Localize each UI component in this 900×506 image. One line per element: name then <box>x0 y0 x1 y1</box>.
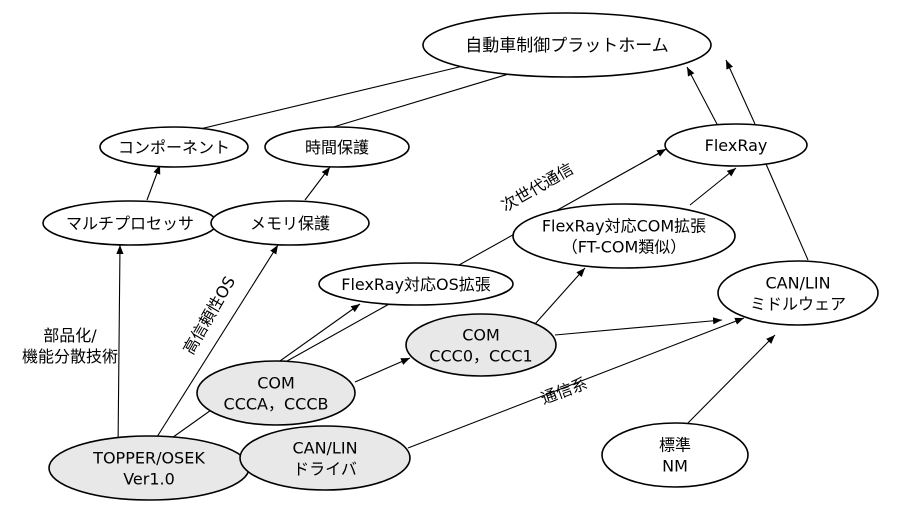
node-shape <box>664 123 808 167</box>
node-label-line: Ver1.0 <box>123 470 175 489</box>
node-shape <box>512 203 736 269</box>
edge-topper-multiproc <box>116 244 124 451</box>
edge-multiproc-component <box>146 164 161 201</box>
node-label-line: メモリ保護 <box>250 214 330 233</box>
node-label-line: CAN/LIN <box>765 274 830 293</box>
node-label-line: CCC0，CCC1 <box>429 347 532 366</box>
edge-topper-memprot <box>149 244 279 449</box>
label-jisedai: 次世代通信 <box>498 159 577 215</box>
label-buhin-line1: 部品化/ <box>43 326 97 345</box>
node-multiproc: マルチプロセッサ <box>42 200 218 246</box>
node-shape <box>196 360 356 426</box>
edge-memprot-timeprot <box>304 166 331 201</box>
node-topper: TOPPER/OSEK Ver1.0 <box>48 435 250 501</box>
edge-flexray-arrowhead <box>639 148 667 165</box>
node-label-line: NM <box>662 457 688 476</box>
node-platform: 自動車制御プラットホーム <box>422 12 712 78</box>
node-shape <box>264 126 410 168</box>
label-tsushin: 通信系 <box>538 374 590 408</box>
edge-canmw-flexray <box>765 163 809 261</box>
node-shape <box>601 422 749 488</box>
node-label-line: （FT-COM類似） <box>562 238 687 257</box>
node-memprot: メモリ保護 <box>210 200 370 246</box>
edge-coma-com1 <box>354 357 411 383</box>
node-label-line: COM <box>462 326 500 345</box>
node-com1: COM CCC0，CCC1 <box>405 313 557 377</box>
edge-com1-flexcom <box>534 267 586 325</box>
node-label-line: TOPPER/OSEK <box>92 449 205 468</box>
node-label-line: FlexRay <box>705 136 768 155</box>
edge-candrv-canmw <box>407 317 745 449</box>
node-label-line: FlexRay対応OS拡張 <box>341 275 490 294</box>
edge-flexcom-flexray <box>689 167 737 206</box>
node-label-line: 標準 <box>659 436 691 455</box>
edge-component-platform <box>199 60 481 130</box>
node-label-line: マルチプロセッサ <box>66 214 194 233</box>
node-shape <box>422 12 712 78</box>
node-flexos: FlexRay対応OS拡張 <box>318 262 514 306</box>
node-timeprot: 時間保護 <box>264 126 410 168</box>
node-label-line: CAN/LIN <box>292 439 357 458</box>
node-shape <box>48 435 250 501</box>
edge-flexray-platform-2 <box>725 59 756 125</box>
node-label-line: コンポーネント <box>118 138 230 157</box>
node-nm: 標準 NM <box>601 422 749 488</box>
node-canmw: CAN/LIN ミドルウェア <box>717 260 879 326</box>
node-shape <box>717 260 879 326</box>
node-shape <box>239 425 411 491</box>
edge-coma-flexray <box>261 149 666 376</box>
node-shape <box>99 126 249 168</box>
node-flexcom: FlexRay対応COM拡張 （FT-COM類似） <box>512 203 736 269</box>
node-flexray: FlexRay <box>664 123 808 167</box>
node-shape <box>318 262 514 306</box>
node-label-line: ドライバ <box>293 460 357 479</box>
node-label-line: 時間保護 <box>305 138 369 157</box>
edge-timeprot-platform <box>329 65 536 129</box>
edge-com1-canmw <box>554 317 723 336</box>
node-label-line: COM <box>257 374 295 393</box>
node-label-line: CCCA，CCCB <box>224 395 329 414</box>
node-shape <box>210 200 370 246</box>
node-label-line: FlexRay対応COM拡張 <box>542 217 706 236</box>
label-koshinrai: 高信頼性OS <box>179 273 239 358</box>
node-label-line: 自動車制御プラットホーム <box>465 36 669 56</box>
edge-nm-canmw <box>684 334 776 427</box>
node-candrv: CAN/LIN ドライバ <box>239 425 411 491</box>
node-coma: COM CCCA，CCCB <box>196 360 356 426</box>
node-label-line: ミドルウェア <box>750 295 846 314</box>
node-component: コンポーネント <box>99 126 249 168</box>
edge-flexray-platform-1 <box>686 66 719 127</box>
label-buhin-line2: 機能分散技術 <box>22 347 118 366</box>
node-shape <box>405 313 557 377</box>
